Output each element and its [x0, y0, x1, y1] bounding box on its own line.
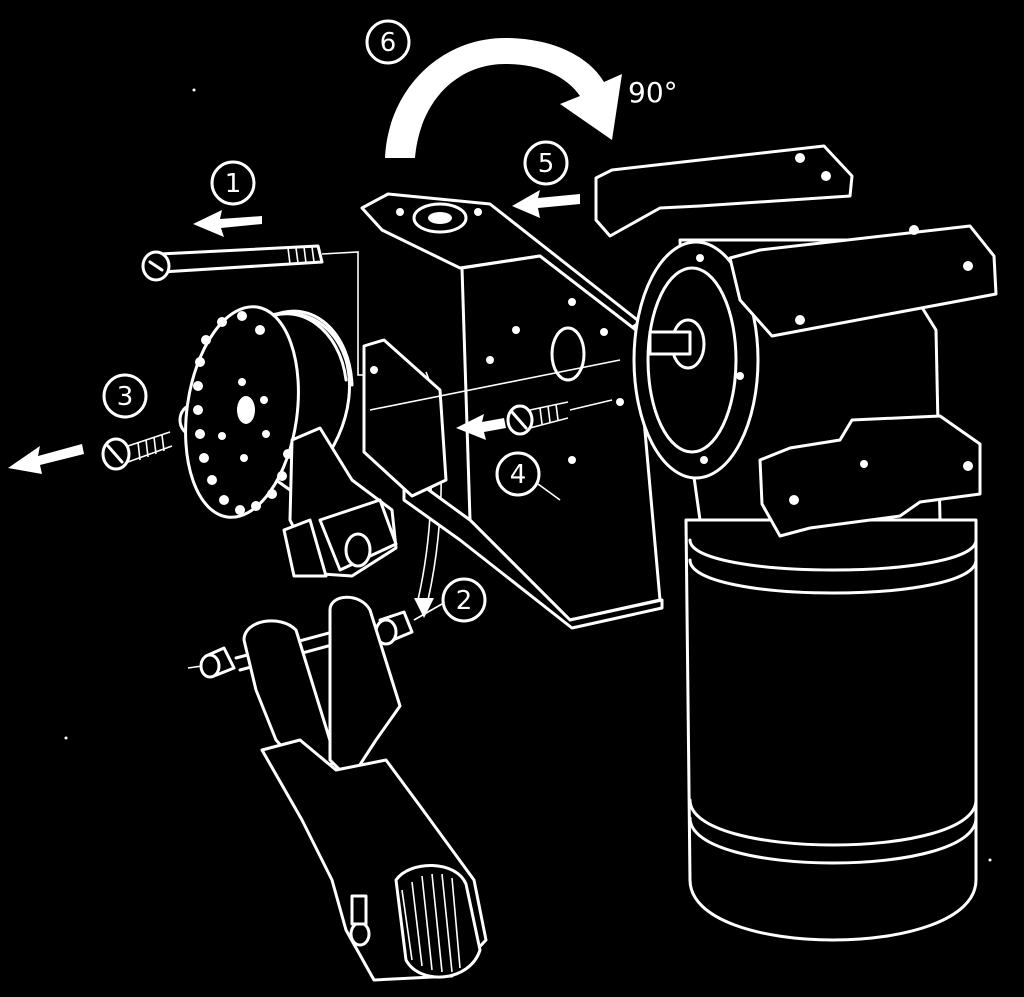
callout-2: 2 [441, 577, 487, 623]
callout-1: 1 [210, 160, 256, 206]
pulley-wheel [184, 305, 398, 578]
callout-6: 6 [365, 19, 411, 65]
long-bolt [141, 244, 324, 282]
callout-4: 4 [495, 451, 541, 497]
callout-5-number: 5 [538, 149, 555, 179]
callout-5: 5 [523, 140, 569, 186]
arrow-3 [8, 444, 84, 474]
roller-texture [401, 873, 461, 973]
callout-4-number: 4 [510, 460, 527, 490]
pin-left [187, 646, 236, 679]
tensioner-arm [234, 595, 488, 982]
callout-3-number: 3 [117, 382, 134, 412]
rotation-angle-label: 90° [628, 76, 678, 109]
arrow-2 [414, 598, 434, 618]
callout-6-number: 6 [380, 28, 397, 58]
mounting-bracket [360, 192, 664, 630]
callout-2-number: 2 [456, 586, 473, 616]
rotation-arrow [385, 38, 622, 158]
center-screw [506, 401, 569, 436]
pulley-holes [193, 311, 293, 515]
axis-line [369, 359, 621, 411]
callout-1-number: 1 [225, 169, 242, 199]
arrow-5 [512, 190, 580, 218]
callout-3: 3 [102, 373, 148, 419]
arrow-1 [193, 210, 262, 237]
arrow-4 [456, 414, 506, 440]
pin-right [374, 610, 414, 646]
motor-assembly [594, 144, 998, 942]
